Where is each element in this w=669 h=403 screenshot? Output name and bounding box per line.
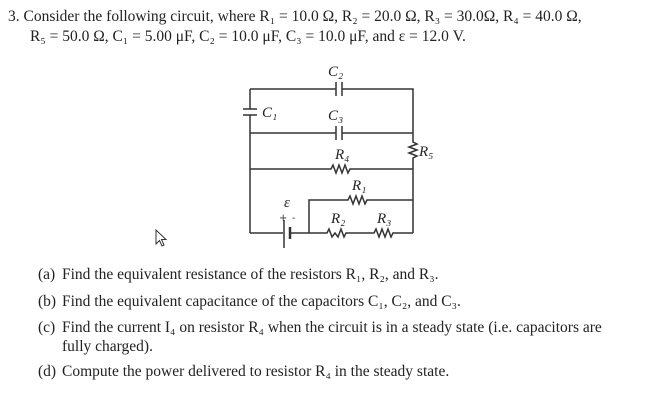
label-r3: R₃: [376, 211, 391, 227]
part-b: (b): [38, 293, 57, 310]
problem-statement-line-1: 3. Consider the following circuit, where…: [8, 8, 582, 25]
label-emf: ε: [284, 195, 290, 211]
capacitor-c1-symbol: [243, 108, 257, 116]
capacitor-c3-symbol: [335, 126, 343, 140]
capacitor-c2-symbol: [335, 82, 343, 96]
resistor-r5-symbol: [406, 133, 420, 233]
resistor-r4-symbol: [250, 162, 413, 176]
label-c3: C₃: [328, 108, 343, 124]
bottom-wire-r2-r3: [250, 226, 413, 240]
label-minus: -: [292, 213, 295, 224]
part-a-text: Find the equivalent resistance of the re…: [62, 266, 439, 283]
label-r5: R₅: [418, 144, 433, 160]
label-r4: R₄: [334, 147, 349, 163]
label-plus: +: [279, 213, 287, 224]
part-d-text: Compute the power delivered to resistor …: [62, 363, 450, 380]
label-c2: C₂: [328, 64, 343, 80]
label-r1: R₁: [351, 178, 366, 194]
problem-statement-line-2: R₅ = 50.0 Ω, C₁ = 5.00 μF, C₂ = 10.0 μF,…: [30, 28, 466, 45]
label-c1: C₁: [262, 105, 277, 121]
part-c-text-2: fully charged).: [62, 338, 153, 355]
part-d: (d): [38, 363, 57, 380]
top-wire: [250, 88, 414, 133]
part-b-text: Find the equivalent capacitance of the c…: [62, 293, 461, 310]
resistor-r1-symbol: [308, 193, 413, 233]
label-r2: R₂: [330, 211, 345, 227]
part-c: (c): [38, 319, 56, 336]
part-c-text: Find the current I₄ on resistor R₄ when …: [62, 319, 602, 336]
mouse-cursor-icon: [155, 229, 168, 247]
circuit-diagram: C₂ C₁ C₃ R₄ R₅ R₁ R₂ R₃ ε + -: [243, 64, 433, 248]
part-a: (a): [38, 266, 56, 283]
